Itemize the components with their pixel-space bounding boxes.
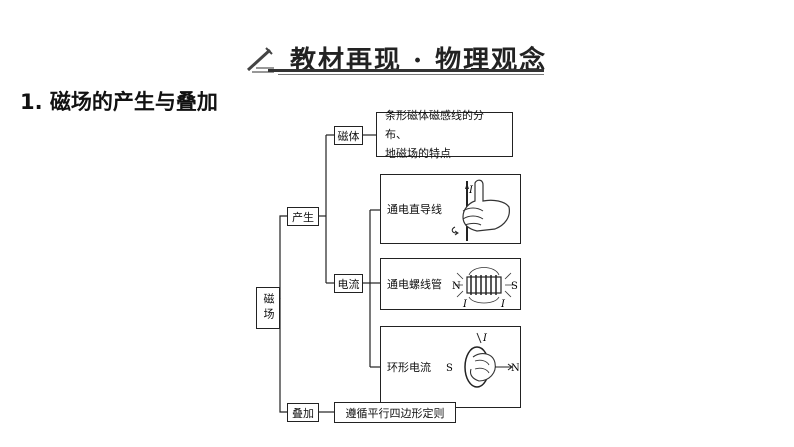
superpose-node: 叠加 [287,403,319,422]
pen-icon [246,47,274,73]
banner-underline [268,69,544,72]
magnet-note-line-2: 地磁场的特点 [385,147,451,160]
ring-south-symbol: S [446,363,453,374]
straight-wire-panel: 通电直导线 I [380,174,521,244]
solenoid-figure: N S I I [452,267,518,309]
produce-node: 产生 [287,207,319,226]
superpose-label: 叠加 [292,406,314,420]
current-node: 电流 [334,274,363,293]
magnet-note-line-1: 条形磁体磁感线的分布、 [385,109,484,141]
ring-current-panel: 环形电流 S N I [380,326,521,408]
wire-current-symbol: I [468,185,474,196]
solenoid-current-symbol-left: I [462,299,468,309]
superpose-note-label: 遵循平行四边形定则 [345,406,445,420]
superpose-note: 遵循平行四边形定则 [334,402,456,423]
section-heading: 1. 磁场的产生与叠加 [20,90,218,114]
solenoid-north-symbol: N [452,281,461,292]
solenoid-south-symbol: S [511,281,518,292]
right-hand-wire-figure: I [451,179,510,241]
ring-current-label: 环形电流 [387,361,431,374]
magnet-note: 条形磁体磁感线的分布、 地磁场的特点 [376,109,513,160]
magnet-node: 磁体 [334,126,363,145]
current-label: 电流 [337,277,360,291]
solenoid-current-symbol-right: I [500,299,506,309]
straight-wire-label: 通电直导线 [387,203,442,216]
ring-current-figure: S N I [446,332,519,388]
banner-underline-thin [278,74,544,75]
root-node: 磁场 [256,287,280,329]
solenoid-panel: 通电螺线管 N S I I [380,258,521,310]
section-banner: 教材再现 · 物理观念 [238,36,548,76]
root-label: 磁场 [262,293,275,323]
ring-north-symbol: N [511,363,519,374]
produce-label: 产生 [292,210,314,224]
solenoid-label: 通电螺线管 [387,278,442,291]
ring-current-symbol: I [482,333,488,344]
magnet-label: 磁体 [337,129,360,143]
